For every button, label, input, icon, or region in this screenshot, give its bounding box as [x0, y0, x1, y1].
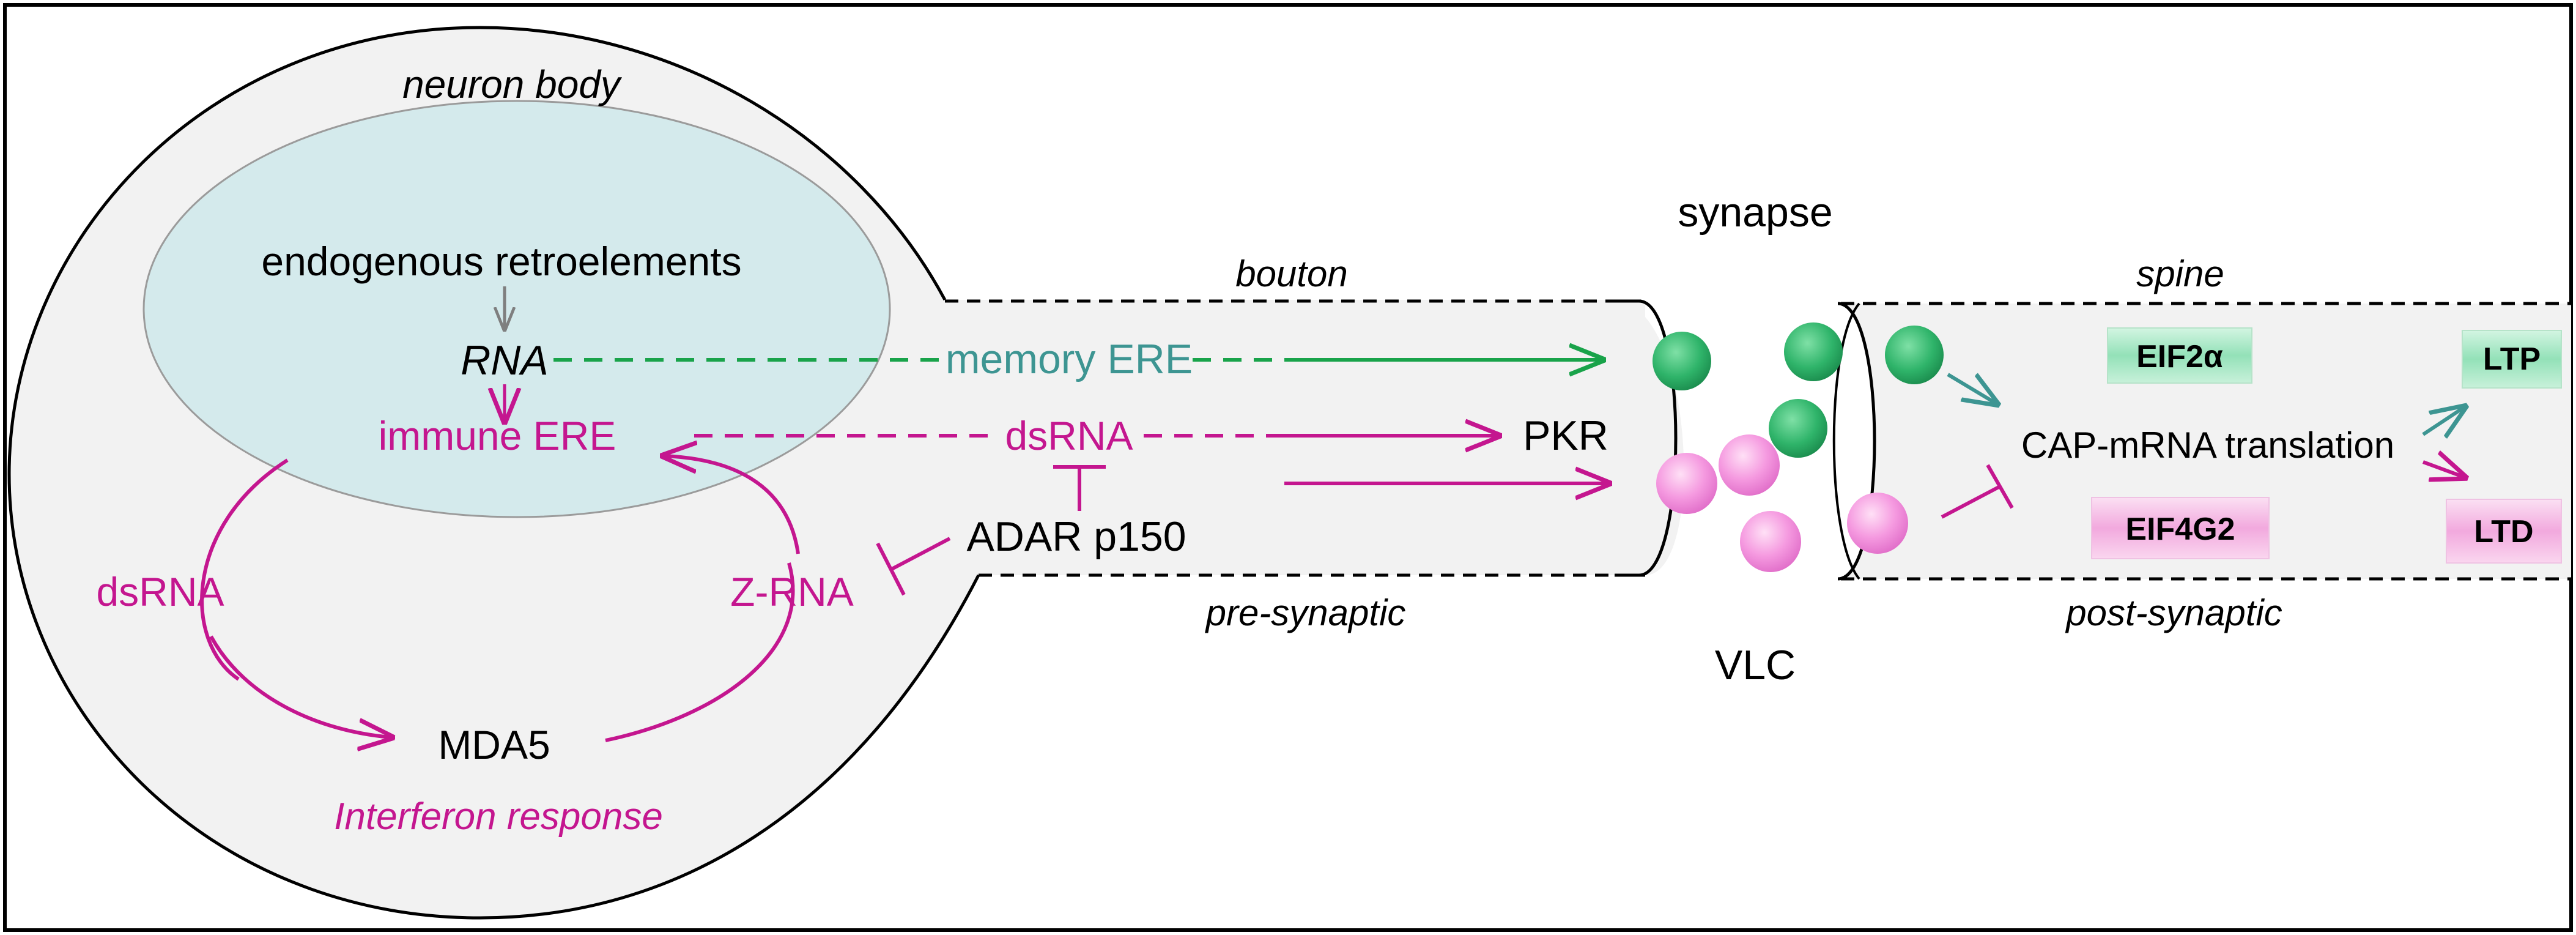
eif4g2-label: EIF4G2 — [2125, 512, 2235, 547]
immune-ere-label: immune ERE — [379, 413, 616, 458]
dsrna-axon-label: dsRNA — [1005, 413, 1133, 458]
vesicle-pink — [1719, 434, 1780, 496]
vesicle-green — [1885, 326, 1944, 384]
ltd-label: LTD — [2474, 514, 2533, 549]
z-rna-label: Z-RNA — [730, 569, 854, 614]
vesicle-pink — [1656, 453, 1717, 514]
endogenous-retroelements-label: endogenous retroelements — [261, 239, 741, 284]
pink-vesicle-inhibit-translation — [1941, 485, 2001, 519]
vesicle-green — [1769, 399, 1827, 458]
vesicle-pink — [1847, 493, 1908, 554]
synapse-label: synapse — [1678, 189, 1832, 236]
ltp-label: LTP — [2483, 341, 2541, 377]
zrna-to-immune-arrow — [664, 456, 800, 554]
vesicle-pink — [1740, 511, 1801, 572]
interferon-label: Interferon response — [334, 795, 663, 838]
bouton-terminal-outline — [1615, 299, 1678, 577]
mda5-to-zrna-curve — [605, 562, 795, 742]
adar-inhibit-zrna — [890, 537, 951, 571]
rna-label: RNA — [461, 337, 549, 384]
mda5-label: MDA5 — [438, 722, 550, 767]
pink-vesicle-inhibit-translation-bar — [1986, 464, 2014, 509]
neuron-body-label: neuron body — [402, 62, 623, 106]
dsrna-to-mda5-arrow — [209, 635, 391, 737]
ltp-box — [2462, 330, 2562, 389]
neuron-outline — [7, 26, 980, 920]
spine-membrane — [1837, 302, 1876, 581]
translation-to-ltd-arrow — [2422, 462, 2465, 477]
memory-ere-label: memory ERE — [946, 336, 1193, 382]
adar-label: ADAR p150 — [966, 513, 1186, 560]
nucleus — [142, 100, 891, 518]
vesicle-green — [1653, 332, 1711, 390]
eif4g2-box — [2091, 497, 2270, 559]
vlc-label: VLC — [1715, 642, 1796, 688]
translation-to-ltp-arrow — [2422, 407, 2465, 434]
dsrna-loop-label: dsRNA — [96, 569, 224, 614]
eif2a-box — [2107, 327, 2252, 384]
ltd-box — [2446, 499, 2562, 564]
spine-shape — [1841, 304, 2571, 579]
cap-translation-label: CAP-mRNA translation — [2021, 425, 2394, 466]
bouton-label: bouton — [1235, 253, 1348, 294]
pre-synaptic-label: pre-synaptic — [1205, 592, 1406, 633]
spine-label: spine — [2136, 253, 2224, 294]
immune-to-dsrna-curve — [200, 458, 289, 681]
spine-membrane-inner — [1832, 302, 1860, 580]
pkr-label: PKR — [1523, 412, 1608, 459]
vesicle-green — [1784, 322, 1843, 381]
adar-inhibit-zrna-bar — [876, 542, 906, 596]
green-vesicle-to-translation-arrow — [1947, 373, 1997, 404]
eif2a-label: EIF2α — [2136, 339, 2223, 374]
post-synaptic-label: post-synaptic — [2065, 592, 2282, 633]
